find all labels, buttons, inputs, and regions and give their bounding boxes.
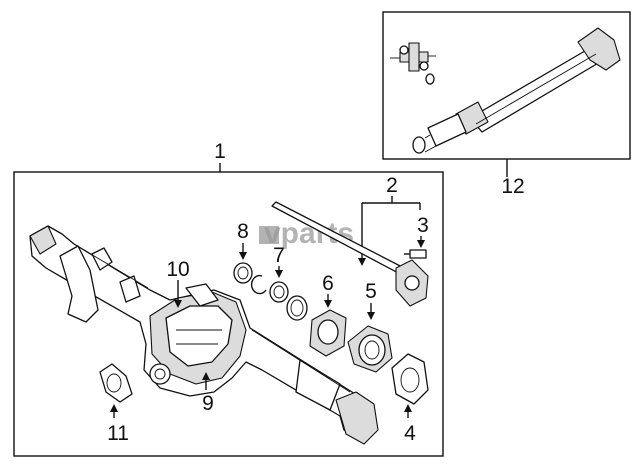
axle-shaft-icon (271, 201, 429, 307)
rear-axle-box (13, 171, 444, 457)
seal-retainer-icon (309, 309, 347, 357)
callout-3: 3 (417, 214, 429, 237)
callout-8: 8 (237, 220, 249, 243)
callout-2: 2 (386, 174, 398, 197)
universal-joint-icon (390, 42, 436, 85)
callout-1: 1 (214, 140, 226, 163)
wheel-bearing-icon (347, 325, 393, 373)
differential-carrier-icon (149, 283, 247, 385)
drive-shaft-icon (412, 27, 621, 154)
brake-backing-plate-icon (391, 353, 429, 405)
callout-6: 6 (322, 272, 334, 295)
callout-7: 7 (273, 244, 285, 267)
callout-4: 4 (404, 422, 416, 445)
pinion-seal-icon (99, 363, 133, 403)
callout-12: 12 (501, 175, 524, 198)
callout-5: 5 (365, 280, 377, 303)
callout-10: 10 (166, 258, 189, 281)
bearing-ring-icon (269, 281, 308, 321)
callout-9: 9 (202, 392, 214, 415)
axle-seal-icon (233, 262, 253, 284)
wheel-stud-icon (404, 249, 427, 259)
snap-ring-icon (250, 274, 267, 295)
callout-11: 11 (107, 422, 129, 445)
